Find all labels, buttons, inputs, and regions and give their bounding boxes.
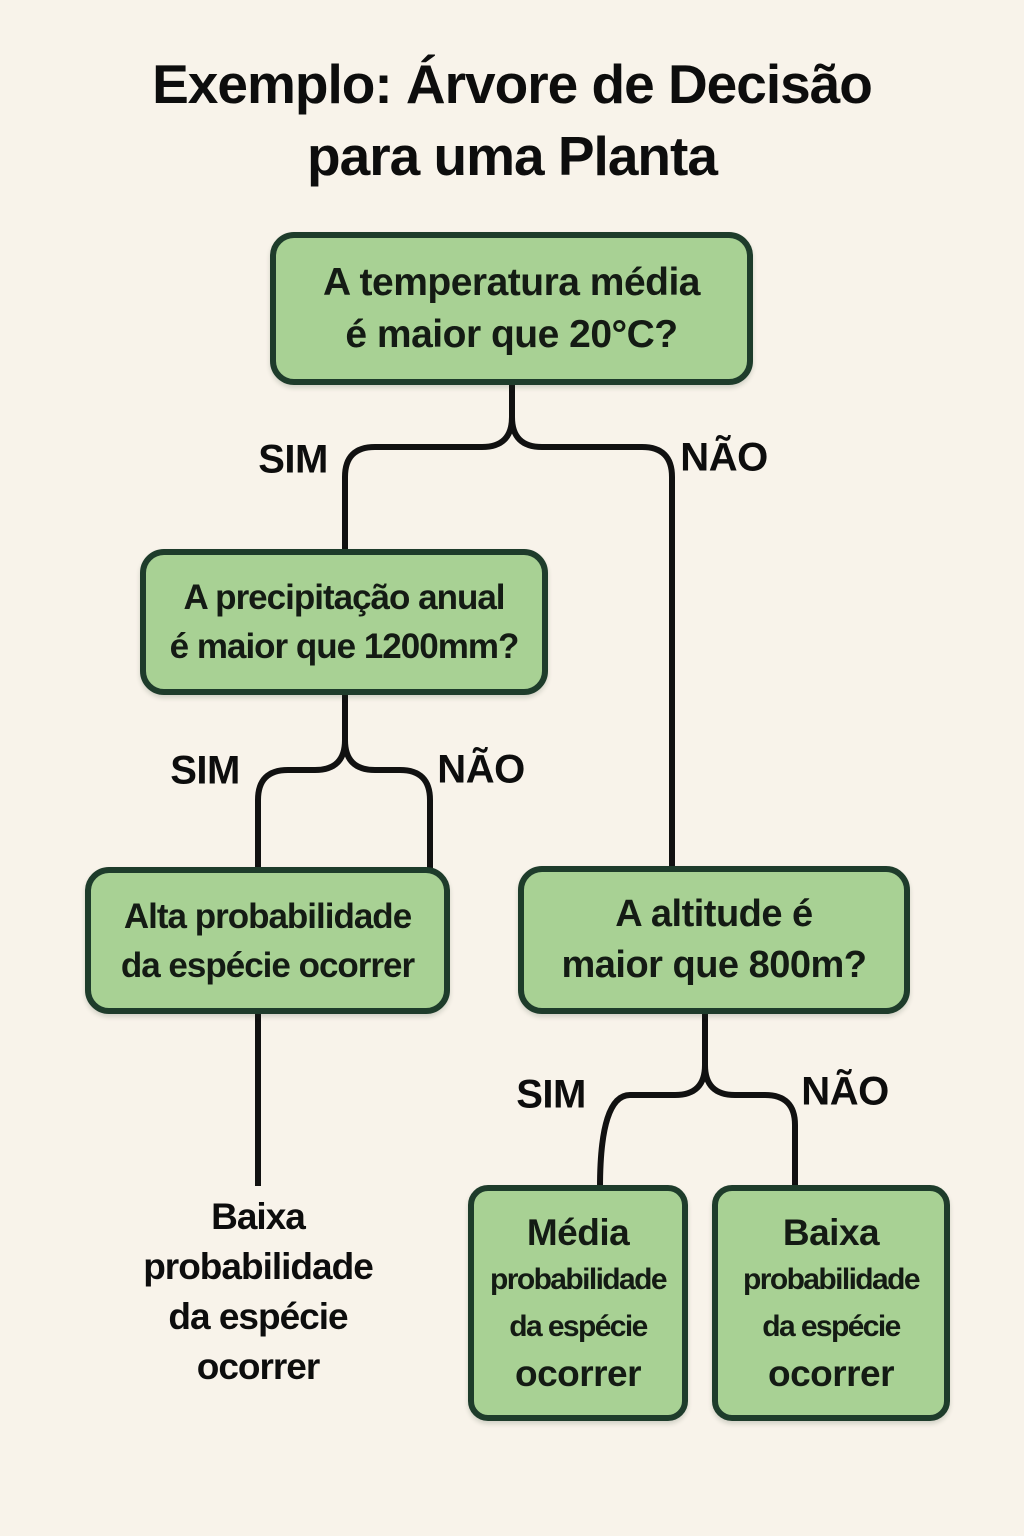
leaf-text-low-probability: Baixa probabilidade da espécie ocorrer bbox=[120, 1192, 396, 1392]
leaf-node-medium-probability: Média probabilidade da espécie ocorrer bbox=[468, 1185, 688, 1421]
branch-label-nao-precipitation: NÃO bbox=[437, 747, 525, 792]
node-text-line: ocorrer bbox=[514, 1353, 642, 1394]
branch-label-nao-temperature: NÃO bbox=[680, 435, 768, 480]
node-text-line: é maior que 20°C? bbox=[345, 312, 678, 356]
node-text-line: Alta probabilidade bbox=[123, 896, 412, 936]
node-text-line: da espécie bbox=[509, 1310, 648, 1343]
decision-node-altitude: A altitude é maior que 800m? bbox=[518, 866, 910, 1014]
node-text-line: ocorrer bbox=[767, 1353, 895, 1394]
node-text-line: da espécie bbox=[762, 1310, 901, 1343]
leaf-text-line: ocorrer bbox=[196, 1346, 321, 1387]
node-text-line: A temperatura média bbox=[322, 260, 701, 304]
leaf-text-line: da espécie bbox=[168, 1296, 348, 1337]
leaf-text-line: Baixa bbox=[211, 1196, 306, 1237]
node-text-line: Baixa bbox=[782, 1212, 880, 1253]
decision-node-precipitation: A precipitação anual é maior que 1200mm? bbox=[140, 549, 548, 695]
node-text-line: A precipitação anual bbox=[183, 578, 505, 617]
branch-label-sim-temperature: SIM bbox=[258, 437, 328, 482]
edge-temperature-split bbox=[342, 383, 675, 870]
branch-label-nao-altitude: NÃO bbox=[801, 1069, 889, 1114]
leaf-node-low-probability: Baixa probabilidade da espécie ocorrer bbox=[712, 1185, 950, 1421]
node-text-line: A altitude é bbox=[615, 893, 813, 935]
leaf-text-line: probabilidade bbox=[143, 1246, 374, 1287]
node-text-line: probabilidade bbox=[490, 1263, 667, 1296]
edge-altitude-split bbox=[597, 1012, 798, 1189]
branch-label-sim-precipitation: SIM bbox=[170, 748, 240, 793]
page-title-line2: para uma Planta bbox=[307, 125, 718, 187]
page-title: Exemplo: Árvore de Decisão para uma Plan… bbox=[0, 48, 1024, 192]
page-title-line1: Exemplo: Árvore de Decisão bbox=[152, 53, 873, 115]
decision-node-temperature: A temperatura média é maior que 20°C? bbox=[270, 232, 753, 385]
branch-label-sim-altitude: SIM bbox=[516, 1072, 586, 1117]
node-text-line: maior que 800m? bbox=[561, 944, 867, 986]
node-text-line: da espécie ocorrer bbox=[120, 945, 415, 985]
leaf-node-high-probability: Alta probabilidade da espécie ocorrer bbox=[85, 867, 450, 1014]
node-text-line: é maior que 1200mm? bbox=[169, 627, 520, 666]
node-text-line: Média bbox=[526, 1212, 630, 1253]
node-text-line: probabilidade bbox=[743, 1263, 920, 1296]
edge-precipitation-split bbox=[255, 695, 433, 870]
